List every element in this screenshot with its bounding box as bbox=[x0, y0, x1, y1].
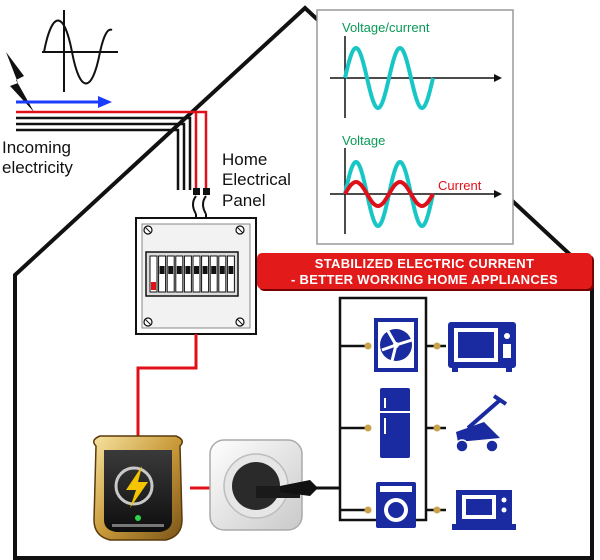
incoming-electricity-label: Incoming electricity bbox=[2, 138, 112, 179]
incoming-label-line2: electricity bbox=[2, 158, 73, 178]
lightning-icon bbox=[6, 52, 34, 112]
incoming-wires bbox=[16, 110, 208, 190]
home-electrical-panel-label: Home Electrical Panel bbox=[222, 150, 312, 211]
incoming-label-line1: Incoming bbox=[2, 138, 71, 157]
junction-dots bbox=[364, 342, 441, 514]
breaker-toggle bbox=[219, 266, 225, 274]
bottom-graph bbox=[330, 148, 502, 234]
breaker-toggle bbox=[194, 266, 199, 274]
top-graph bbox=[330, 36, 502, 118]
electrical-panel bbox=[135, 217, 257, 335]
panel-to-device-wire bbox=[136, 334, 198, 440]
lawn-mower-icon bbox=[455, 394, 508, 453]
power-saver-device bbox=[93, 435, 183, 541]
panel-label-line1: Home bbox=[222, 150, 268, 169]
voltage-current-title: Voltage/current bbox=[342, 20, 430, 35]
microwave-icon bbox=[448, 322, 516, 372]
breaker-toggle bbox=[151, 282, 156, 290]
voltage-label: Voltage bbox=[342, 133, 386, 148]
ac-wave-icon bbox=[42, 10, 118, 92]
breaker-toggle bbox=[185, 266, 191, 274]
stabilized-current-banner: STABILIZED ELECTRIC CURRENT - BETTER WOR… bbox=[257, 253, 592, 289]
breaker-toggle bbox=[228, 266, 234, 274]
panel-label-line3: Panel bbox=[222, 190, 266, 210]
television-icon bbox=[452, 490, 516, 530]
breaker-switch bbox=[149, 255, 158, 293]
bolt-logo-icon bbox=[126, 466, 148, 508]
refrigerator-icon bbox=[380, 388, 410, 458]
wall-socket bbox=[209, 439, 318, 531]
current-label: Current bbox=[438, 178, 482, 193]
breaker-toggle bbox=[159, 266, 165, 274]
breaker-toggle bbox=[176, 266, 182, 274]
breaker-symbols bbox=[192, 188, 210, 222]
breaker-toggle bbox=[202, 266, 208, 274]
current-direction-arrow bbox=[16, 96, 112, 108]
breaker-toggle bbox=[211, 266, 217, 274]
washing-machine-icon bbox=[376, 482, 416, 528]
current-wave bbox=[343, 179, 435, 209]
appliance-wiring bbox=[338, 296, 446, 522]
breaker-toggle bbox=[168, 266, 174, 274]
banner-line2: - BETTER WORKING HOME APPLIANCES bbox=[291, 272, 558, 287]
waveform-panel bbox=[316, 9, 514, 245]
panel-label-line2: Electrical bbox=[222, 170, 291, 190]
banner-line1: STABILIZED ELECTRIC CURRENT bbox=[314, 256, 535, 271]
fan-heater-icon bbox=[374, 318, 418, 372]
